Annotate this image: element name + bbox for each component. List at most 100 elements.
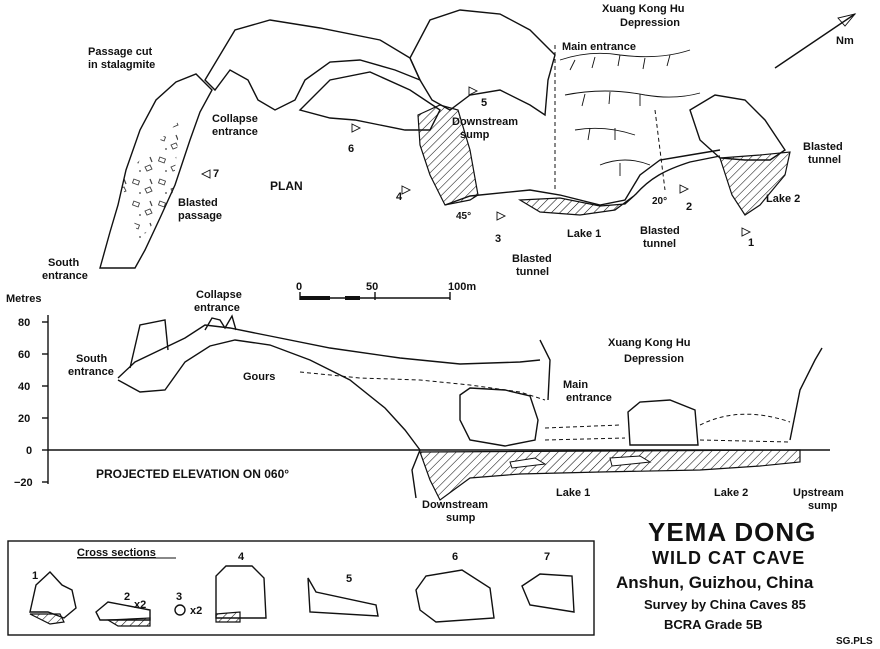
elev-depression-2: Depression: [624, 353, 684, 365]
elev-main-1: Main: [563, 379, 588, 391]
elevation-gours-dashed: [299, 371, 546, 401]
elev-south-2: entrance: [68, 366, 114, 378]
label-slope: 20°: [652, 196, 667, 207]
cross-sections-box: [7, 540, 595, 636]
label-blasted-passage-1: Blasted: [178, 197, 218, 209]
elev-main-2: entrance: [566, 392, 612, 404]
elev-lake-2: Lake 2: [714, 487, 748, 499]
elevation-title: PROJECTED ELEVATION ON 060°: [96, 467, 289, 481]
label-blasted-tunnel-low-2: tunnel: [516, 266, 549, 278]
section-marker-6: 6: [348, 143, 354, 155]
elevation-collapse-entrance: [204, 314, 237, 331]
elevation-south-block: [129, 319, 169, 369]
plan-main-chamber: [409, 9, 556, 117]
section-marker-4: 4: [396, 191, 403, 203]
cross-section-number-4: 4: [238, 551, 245, 563]
cross-section-number-1: 1: [32, 570, 38, 582]
scale-tick-50: 50: [366, 281, 378, 293]
tick-60: 60: [18, 349, 30, 361]
elev-gours: Gours: [243, 371, 275, 383]
label-dip: 45°: [456, 211, 471, 222]
section-marker-1: 1: [748, 237, 754, 249]
cross-section-shapes: [29, 565, 575, 627]
label-downstream-sump-2: sump: [460, 129, 490, 141]
cross-section-multiplier-3: x2: [190, 605, 202, 617]
label-collapse-entrance-2: entrance: [212, 126, 258, 138]
plan-downstream-sump-water: [417, 104, 479, 206]
section-2-shape: [95, 601, 151, 621]
elevation-roof: [117, 324, 541, 379]
tick-0: 0: [26, 445, 32, 457]
tick-80: 80: [18, 317, 30, 329]
cross-sections-heading: Cross sections: [77, 547, 156, 559]
section-marker-3: 3: [495, 233, 501, 245]
label-depression-2: Depression: [620, 17, 680, 29]
north-arrow: [774, 13, 857, 69]
section-markers: [200, 86, 752, 237]
elev-downstream-1: Downstream: [422, 499, 488, 511]
label-blasted-passage-2: passage: [178, 210, 222, 222]
scale-tick-100: 100m: [448, 281, 476, 293]
elev-lake-1: Lake 1: [556, 487, 590, 499]
section-4-shape: [215, 565, 267, 619]
plan-cliff-hachures: [554, 45, 701, 191]
elev-south-1: South: [76, 353, 107, 365]
axis-title: Metres: [6, 293, 41, 305]
tick-40: 40: [18, 381, 30, 393]
label-blasted-tunnel-low-1: Blasted: [512, 253, 552, 265]
elevation-floor: [117, 339, 421, 451]
section-6-shape: [415, 569, 495, 623]
plan-blasted-tunnel: [634, 155, 721, 196]
label-blasted-tunnel-mid-2: tunnel: [643, 238, 676, 250]
title-subtitle: WILD CAT CAVE: [652, 548, 805, 568]
plan-view: Nm PLAN Passage cut in stalagmite Collap…: [42, 3, 857, 282]
elev-downstream-2: sump: [446, 512, 476, 524]
elev-depression-1: Xuang Kong Hu: [608, 337, 691, 349]
label-lake-2: Lake 2: [766, 193, 800, 205]
cross-section-number-2: 2: [124, 591, 130, 603]
tick-20: 20: [18, 413, 30, 425]
elevation-view: [42, 314, 830, 501]
plan-east-chamber: [689, 94, 786, 161]
cross-section-number-3: 3: [176, 591, 182, 603]
scale-bar: [299, 292, 451, 300]
section-5-shape: [307, 577, 379, 617]
plan-south-passage: [99, 73, 213, 269]
label-downstream-sump-1: Downstream: [452, 116, 518, 128]
elev-collapse-1: Collapse: [196, 289, 242, 301]
title-location: Anshun, Guizhou, China: [616, 573, 814, 592]
cross-section-number-7: 7: [544, 551, 550, 563]
label-south-entrance-1: South: [48, 257, 79, 269]
cross-section-number-6: 6: [452, 551, 458, 563]
label-collapse-entrance-1: Collapse: [212, 113, 258, 125]
elevation-boulder-1: [459, 387, 539, 447]
label-main-entrance: Main entrance: [562, 41, 636, 53]
elev-collapse-2: entrance: [194, 302, 240, 314]
credit: SG.PLS: [836, 636, 873, 647]
scale-tick-0: 0: [296, 281, 302, 293]
tick-minus20: −20: [14, 477, 33, 489]
elev-upstream-1: Upstream: [793, 487, 844, 499]
title-name: YEMA DONG: [648, 517, 816, 547]
title-grade: BCRA Grade 5B: [664, 617, 762, 632]
section-marker-7: 7: [213, 168, 219, 180]
title-survey: Survey by China Caves 85: [644, 597, 806, 612]
label-depression-1: Xuang Kong Hu: [602, 3, 685, 15]
north-label: Nm: [836, 35, 854, 47]
label-passage-cut-2: in stalagmite: [88, 59, 155, 71]
plan-south-loop: [444, 149, 721, 206]
plan-lake1-water: [517, 194, 636, 216]
section-marker-2: 2: [686, 201, 692, 213]
section-marker-5: 5: [481, 97, 487, 109]
label-blasted-tunnel-mid-1: Blasted: [640, 225, 680, 237]
plan-lake2-water: [719, 151, 791, 216]
cross-section-number-5: 5: [346, 573, 352, 585]
section-3-shape: [174, 604, 186, 616]
elev-upstream-2: sump: [808, 500, 838, 512]
label-south-entrance-2: entrance: [42, 270, 88, 282]
label-blasted-tunnel-right-2: tunnel: [808, 154, 841, 166]
label-lake-1: Lake 1: [567, 228, 601, 240]
plan-title: PLAN: [270, 179, 303, 193]
elevation-boulder-2: [627, 399, 699, 446]
